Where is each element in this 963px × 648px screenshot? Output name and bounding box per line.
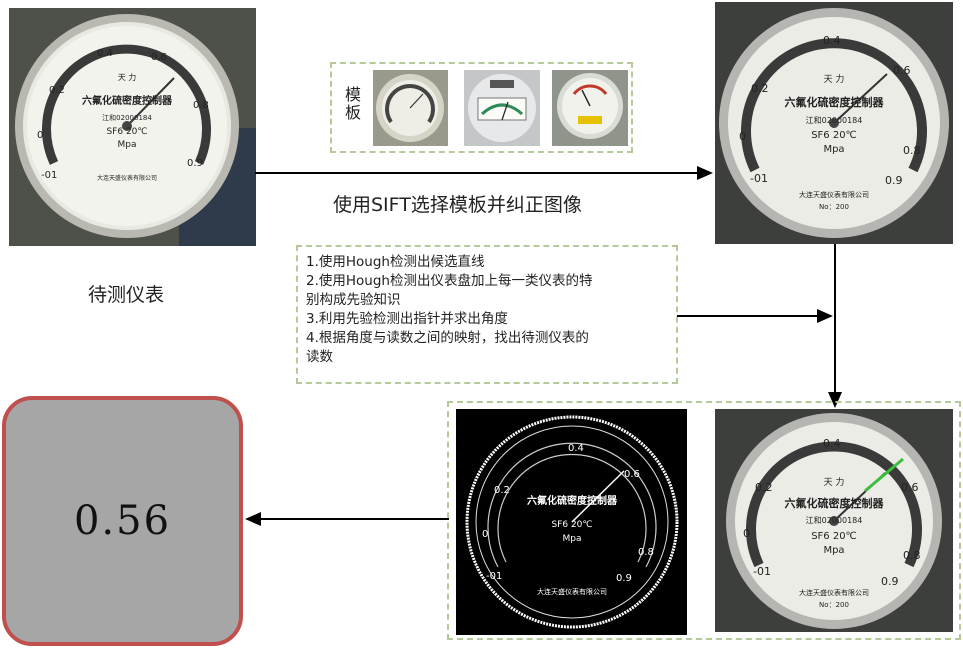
tick-label: 0	[37, 130, 43, 141]
tick-label: 0.6	[901, 481, 919, 494]
gauge-name: 六氟化硫密度控制器	[527, 494, 618, 507]
input-meter-image: -01 0 0.2 0.4 0.6 0.8 0.9 天 力 六氟化硫密度控制器 …	[9, 8, 256, 246]
gauge-name: 六氟化硫密度控制器	[82, 94, 173, 107]
arrow-from-steps	[677, 309, 833, 323]
template-image-2	[464, 70, 540, 146]
result-reading: 0.56	[73, 498, 172, 544]
step-line: 1.使用Hough检测出候选直线	[306, 254, 485, 270]
result-box: 0.56	[2, 396, 243, 646]
gauge-maker: 大连天盛仪表有限公司	[537, 587, 607, 596]
gauge-brand: 天 力	[118, 72, 137, 82]
templates-box	[330, 62, 633, 153]
tick-label: 0.4	[823, 34, 841, 47]
tick-label: 0.8	[193, 100, 209, 111]
processing-box	[447, 401, 961, 640]
step-line: 读数	[306, 349, 333, 365]
input-meter-label: 待测仪表	[88, 284, 165, 306]
template-image-1	[373, 70, 448, 146]
arrow-to-result	[245, 512, 449, 526]
tick-label: 0.6	[893, 64, 911, 77]
sift-step-label: 使用SIFT选择模板并纠正图像	[333, 194, 582, 216]
tick-label: 0.9	[616, 573, 632, 584]
gauge-name: 六氟化硫密度控制器	[785, 95, 885, 109]
tick-label: 0.2	[755, 481, 773, 494]
gauge-serial: 江和02000184	[806, 516, 863, 525]
tick-label: 0.6	[151, 52, 167, 63]
gauge-name: 六氟化硫密度控制器	[785, 496, 885, 510]
gauge-gas: SF6 20℃	[551, 520, 592, 530]
templates-label-text: 模板	[342, 86, 361, 122]
gauge-maker: 大连天盛仪表有限公司	[799, 190, 869, 199]
arrow-down	[828, 244, 842, 408]
gauge-unit: Mpa	[823, 144, 844, 155]
step-line: 2.使用Hough检测出仪表盘加上每一类仪表的特	[306, 273, 593, 289]
gauge-gas: SF6 20℃	[811, 531, 857, 542]
tick-label: 0.4	[823, 437, 841, 450]
tick-label: 0	[743, 527, 750, 540]
gauge-unit: Mpa	[118, 140, 137, 150]
gauge-maker: 大连天盛仪表有限公司	[799, 588, 869, 597]
tick-label: 0.8	[638, 547, 654, 558]
gauge-serial: 江和02000184	[806, 116, 863, 125]
tick-label: -01	[753, 565, 771, 578]
tick-label: 0.2	[49, 85, 65, 96]
tick-label: 0	[482, 529, 488, 540]
step-line: 4.根据角度与读数之间的映射，找出待测仪表的	[306, 330, 589, 346]
tick-label: 0.6	[624, 469, 640, 480]
tick-label: -01	[750, 172, 768, 185]
gauge-maker: 大连天盛仪表有限公司	[97, 174, 157, 182]
steps-box: 1.使用Hough检测出候选直线 2.使用Hough检测出仪表盘加上每一类仪表的…	[296, 245, 678, 384]
templates-label: 模板	[341, 86, 361, 127]
step-line: 别构成先验知识	[306, 292, 401, 308]
tick-label: -01	[41, 170, 57, 181]
gauge-unit: Mpa	[823, 545, 844, 556]
tick-label: 0.9	[885, 174, 903, 187]
tick-label: 0.2	[494, 485, 510, 496]
gauge-gas: SF6 20℃	[811, 130, 857, 141]
edge-detection-image: -01 0 0.2 0.4 0.6 0.8 0.9 六氟化硫密度控制器 SF6 …	[456, 409, 687, 635]
gauge-brand: 天 力	[824, 73, 845, 85]
corrected-image: -01 0 0.2 0.4 0.6 0.8 0.9 天 力 六氟化硫密度控制器 …	[715, 2, 953, 244]
tick-label: 0.9	[187, 158, 203, 169]
tick-label: 0.9	[881, 575, 899, 588]
pointer-detection-image: -01 0 0.2 0.4 0.6 0.8 0.9 天 力 六氟化硫密度控制器 …	[715, 409, 953, 632]
gauge-number: No：200	[819, 601, 849, 609]
tick-label: 0.4	[97, 48, 113, 59]
gauge-unit: Mpa	[563, 534, 582, 544]
tick-label: 0.2	[751, 82, 769, 95]
tick-label: -01	[486, 571, 502, 582]
tick-label: 0.8	[903, 144, 921, 157]
tick-label: 0	[739, 130, 746, 143]
arrow-to-corrected	[255, 166, 713, 180]
gauge-number: No：200	[819, 203, 849, 211]
template-image-3	[552, 70, 628, 146]
gauge-brand: 天 力	[824, 476, 845, 488]
gauge-gas: SF6 20℃	[106, 127, 147, 137]
gauge-serial: 江和02000184	[102, 113, 152, 122]
tick-label: 0.4	[568, 443, 584, 454]
step-line: 3.利用先验检测出指针并求出角度	[306, 311, 508, 327]
tick-label: 0.8	[903, 549, 921, 562]
